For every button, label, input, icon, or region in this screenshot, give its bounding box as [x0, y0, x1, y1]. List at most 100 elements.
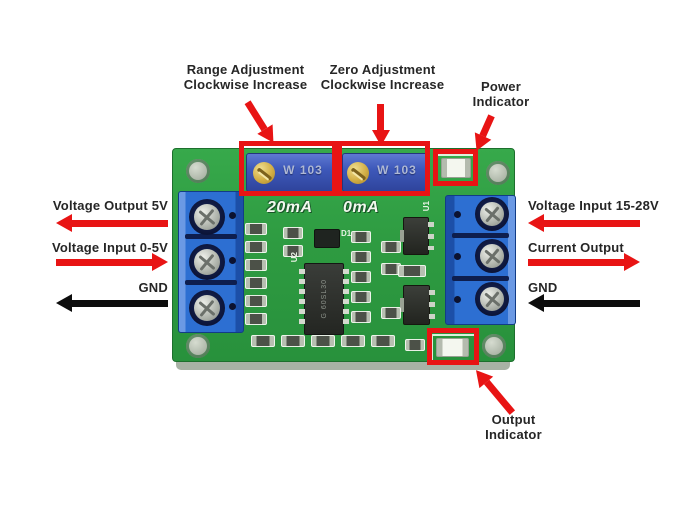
- arrow-shaft: [544, 299, 640, 307]
- power-indicator-line2: Indicator: [472, 94, 530, 109]
- arrow-shaft: [544, 219, 640, 227]
- current-output-label: Current Output: [528, 240, 624, 255]
- arrow-shaft: [483, 380, 515, 416]
- resistor-smd: [245, 223, 267, 235]
- range-adjustment-label: Range Adjustment Clockwise Increase: [158, 62, 333, 92]
- gnd-right-arrow: [528, 294, 640, 312]
- arrow-head-icon: [624, 253, 640, 271]
- u1-silkscreen-label: U1: [422, 201, 431, 212]
- resistor-smd: [281, 335, 305, 347]
- voltage-input-0-5v-arrow: [56, 253, 168, 271]
- output-indicator-label: Output Indicator: [456, 412, 571, 442]
- resistor-smd: [311, 335, 335, 347]
- resistor-smd: [351, 291, 371, 303]
- voltage-output-5v-label: Voltage Output 5V: [52, 198, 168, 213]
- resistor-smd: [351, 271, 371, 283]
- voltage-input-0-5v-label: Voltage Input 0-5V: [51, 240, 168, 255]
- voltage-input-15-28v-arrow: [528, 214, 640, 232]
- current-output-arrow: [528, 253, 640, 271]
- gnd-left-label: GND: [138, 280, 168, 295]
- arrow-shaft: [72, 219, 168, 227]
- zero-adjustment-line2: Clockwise Increase: [320, 77, 445, 92]
- range-pot-highlight-box: [239, 141, 337, 196]
- ic-marking: G 60SL30: [320, 279, 328, 319]
- resistor-smd: [283, 245, 303, 257]
- output-indicator-arrow: [469, 364, 519, 418]
- terminal-screw: [189, 244, 225, 280]
- screw-head-icon: [479, 286, 505, 312]
- resistor-smd: [283, 227, 303, 239]
- power-indicator-label: Power Indicator: [446, 79, 556, 109]
- terminal-screw: [475, 239, 509, 273]
- voltage-output-5v-arrow: [56, 214, 168, 232]
- arrow-shaft: [56, 258, 152, 266]
- zero-adjustment-label: Zero Adjustment Clockwise Increase: [295, 62, 470, 92]
- resistor-smd: [245, 259, 267, 271]
- zero-pot-screw: [347, 162, 369, 184]
- range-adjustment-line2: Clockwise Increase: [183, 77, 308, 92]
- output-led: [436, 338, 469, 357]
- power-led-highlight-box: [433, 149, 478, 186]
- zero-adjustment-line1: Zero Adjustment: [329, 62, 436, 77]
- terminal-pin-dot: [229, 303, 236, 310]
- range-silkscreen-label: 20mA: [267, 199, 313, 216]
- output-led-highlight-box: [427, 328, 479, 365]
- arrow-head-icon: [56, 214, 72, 232]
- terminal-pin-dot: [229, 212, 236, 219]
- screw-head-icon: [194, 295, 220, 321]
- transistor: [400, 217, 434, 255]
- resistor-smd: [351, 311, 371, 323]
- resistor-smd: [251, 335, 275, 347]
- arrow-head-icon: [528, 294, 544, 312]
- terminal-separator: [452, 233, 509, 238]
- arrow-head-icon: [372, 130, 390, 146]
- pcb-side-edge: [176, 361, 510, 370]
- transistor: [400, 285, 435, 325]
- screw-head-icon: [479, 201, 505, 227]
- ic-chip: G 60SL30: [299, 263, 349, 335]
- terminal-separator: [452, 276, 509, 281]
- d1-silkscreen-label: D1: [341, 229, 352, 238]
- screw-head-icon: [479, 243, 505, 269]
- terminal-screw: [475, 197, 509, 231]
- terminal-pin-dot: [229, 257, 236, 264]
- terminal-screw: [475, 282, 509, 316]
- arrow-shaft: [72, 299, 168, 307]
- resistor-smd: [405, 339, 425, 351]
- resistor-smd: [245, 277, 267, 289]
- range-adjustment-line1: Range Adjustment: [186, 62, 305, 77]
- arrow-shaft: [245, 100, 268, 131]
- zero-adjustment-arrow: [372, 104, 390, 146]
- mounting-hole: [482, 334, 506, 358]
- pcb-board: W 103 W 103 20mA 0mA: [172, 148, 516, 363]
- resistor-smd: [341, 335, 365, 347]
- diode-d1: [314, 229, 340, 248]
- arrow-shaft: [479, 114, 496, 138]
- mounting-hole: [186, 159, 210, 183]
- terminal-pin-dot: [454, 253, 461, 260]
- resistor-smd: [351, 231, 371, 243]
- terminal-separator: [185, 280, 237, 285]
- voltage-input-15-28v-label: Voltage Input 15-28V: [528, 198, 659, 213]
- range-pot-marking: W 103: [283, 163, 323, 177]
- arrow-head-icon: [56, 294, 72, 312]
- resistor-smd: [351, 251, 371, 263]
- range-adjustment-arrow: [240, 97, 282, 148]
- resistor-smd: [381, 307, 401, 319]
- power-indicator-line1: Power: [480, 79, 521, 94]
- output-indicator-line1: Output: [491, 412, 536, 427]
- resistor-smd: [245, 295, 267, 307]
- range-potentiometer: W 103: [246, 153, 334, 192]
- terminal-screw: [189, 199, 225, 235]
- screw-head-icon: [194, 204, 220, 230]
- mounting-hole: [186, 334, 210, 358]
- range-pot-screw: [253, 162, 275, 184]
- output-indicator-line2: Indicator: [485, 427, 542, 442]
- arrow-shaft: [528, 258, 624, 266]
- terminal-screw: [189, 290, 225, 326]
- zero-potentiometer: W 103: [342, 153, 428, 192]
- gnd-left-arrow: [56, 294, 168, 312]
- terminal-pin-dot: [454, 296, 461, 303]
- arrow-shaft: [377, 104, 385, 130]
